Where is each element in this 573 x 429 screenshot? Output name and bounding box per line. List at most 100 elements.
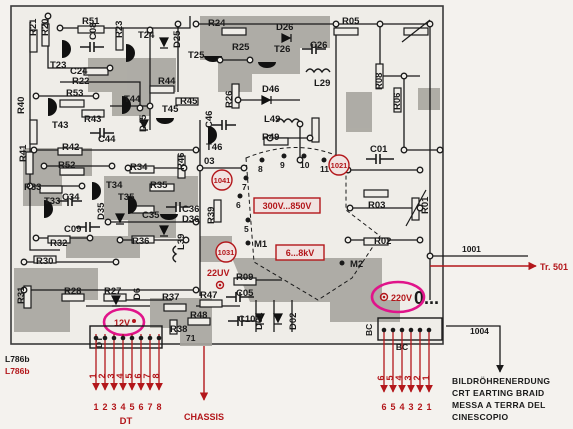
component-label: C34 [62,192,80,203]
component-label: R46 [176,153,187,170]
flyback-pin-number: 6 [236,200,241,210]
component-label: C35 [142,210,160,221]
flyback-pin-number: 9 [280,160,285,170]
component-label: R38 [170,324,187,335]
bc-pin-pad [399,327,405,333]
component-label: C10 [238,314,255,325]
dt-pin-number: 1 [88,373,98,378]
bc-pin-number: 3 [408,402,413,412]
solder-pad [192,20,200,28]
component-label: R53 [66,88,83,99]
solder-pad [146,26,154,34]
dt-pin-number: 8 [156,402,161,412]
component-label: C36 [182,204,199,215]
trimmer-r04 [401,19,431,43]
solder-pad [400,72,408,80]
component-label: R05 [342,16,360,27]
component-label: T24 [138,30,155,41]
solder-pad [104,218,112,226]
svg-text:Tr. 501: Tr. 501 [540,262,568,272]
net-label-71: 71 [186,333,196,343]
component-label: D45 [138,114,149,132]
resistors [23,23,402,335]
component-label: C24 [70,66,88,77]
flyback-pin-number: 8 [258,164,263,174]
flyback-pin-pad [237,193,243,199]
component-label: D26 [276,22,293,33]
solder-pad [146,102,154,110]
transistors [44,40,276,220]
component-label: R43 [84,114,101,125]
dt-pin-number: 2 [102,402,107,412]
solder-pad [26,182,34,190]
capacitors [58,42,394,326]
component-label: T33 [44,196,60,207]
component-label: R52 [58,160,75,171]
component-label: R40 [16,97,27,114]
component-label: D35 [96,202,107,220]
component-label: R01 [420,196,431,214]
flyback-pin-number: 5 [244,224,249,234]
highlight-220v: 220V [370,280,426,314]
bc-pin-number: 4 [394,375,404,380]
component-label: T26 [274,44,290,55]
component-label: R28 [64,286,81,297]
mark-label-dots: 0... [414,288,439,308]
bc-pin-pad [426,327,432,333]
dt-caption: DT [120,416,133,427]
tr501-connection: Tr. 501 [430,261,568,272]
svg-text:MESSA A TERRA DEL: MESSA A TERRA DEL [452,400,546,410]
svg-text:220V: 220V [391,293,412,303]
dt-pin-number: 6 [138,402,143,412]
component-label: R24 [208,18,226,29]
component-label: R03 [368,200,385,211]
component-label: D02 [288,313,299,330]
svg-text:1041: 1041 [214,176,231,185]
solder-pad [332,20,340,28]
component-label: R34 [130,162,148,173]
solder-pad [400,146,408,154]
component-label: R06 [392,93,403,110]
component-label: R49 [262,132,279,143]
earthing-note: BILDRÖHRENERDUNG CRT EARTING BRAID MESSA… [452,376,550,422]
component-label: D25 [172,30,183,48]
component-label: T43 [52,120,68,131]
component-label: C46 [204,111,215,128]
solder-pad [106,64,114,72]
solder-pad [306,134,314,142]
coils [172,68,331,263]
component-label: R09 [236,272,253,283]
component-label: R20 [40,19,51,36]
diodes [111,33,292,325]
dt-pin-number: 3 [106,373,116,378]
copper-areas [14,16,440,346]
svg-text:BC: BC [364,324,374,336]
flyback-pin-number: 7 [242,182,247,192]
component-label: R08 [374,73,385,90]
mark-label-m2: M2 [350,259,363,270]
solder-pad [56,24,64,32]
component-label: T46 [206,142,222,153]
dt-pin-number: 3 [111,402,116,412]
solder-pad [196,164,204,172]
solder-pad [182,236,190,244]
solder-pad [20,286,28,294]
solder-pad [174,20,182,28]
voltage-label-22uv: 22UV [207,268,230,290]
solder-pad [216,56,224,64]
dt-pin-number: 7 [142,373,152,378]
solder-pad [108,162,116,170]
solder-pad [30,146,38,154]
component-label: R39 [206,207,217,224]
dt-pin-pad [102,335,108,341]
chassis-connection: CHASSIS [184,346,224,422]
component-label: C05 [236,288,254,299]
solder-pad [112,258,120,266]
component-label: R32 [50,238,67,249]
solder-pad [116,236,124,244]
solder-pad [416,166,424,174]
component-label: R42 [62,142,79,153]
component-label: T44 [124,94,141,105]
component-label: C09 [64,224,81,235]
